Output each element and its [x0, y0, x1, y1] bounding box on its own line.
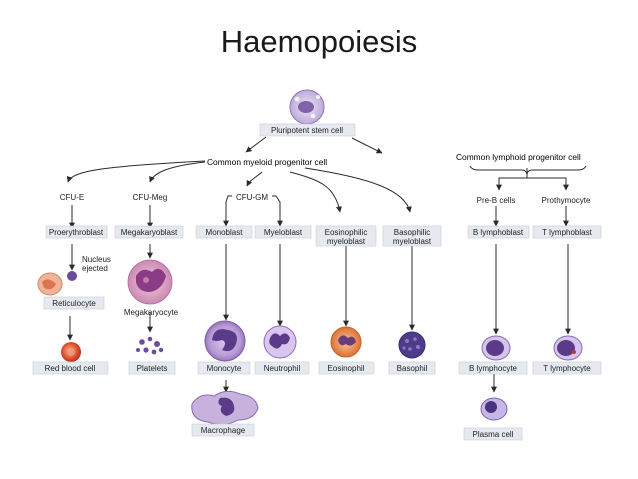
- b-lymphoblast-box: [467, 225, 530, 239]
- proerythroblast-box: [45, 225, 108, 239]
- myeloblast-box: [254, 225, 312, 239]
- label-eos-myeloblast-2: myeloblast: [327, 237, 366, 246]
- label-platelets: Platelets: [137, 364, 168, 373]
- label-plasma-cell: Plasma cell: [473, 430, 514, 439]
- basophil-box: [388, 361, 436, 375]
- label-b-lymphoblast: B lymphoblast: [473, 228, 524, 237]
- neutrophil-box: [254, 361, 310, 375]
- reticulocyte-image: [37, 271, 77, 296]
- connector-arrows: [66, 136, 571, 393]
- label-stem: Pluripotent stem cell: [271, 126, 343, 135]
- eos-myeloblast-box: [315, 225, 377, 247]
- plasma-cell-image: [480, 397, 508, 421]
- label-cfu-e: CFU-E: [60, 193, 84, 202]
- arrow-to-prothymocyte: [527, 177, 569, 191]
- stem-label-box: [259, 123, 356, 137]
- label-neutrophil: Neutrophil: [264, 364, 301, 373]
- label-macrophage: Macrophage: [201, 426, 246, 435]
- label-myeloblast: Myeloblast: [264, 228, 303, 237]
- platelets-image: [136, 336, 164, 355]
- label-monoblast: Monoblast: [206, 228, 244, 237]
- t-lymphoblast-box: [532, 225, 602, 239]
- arrow-to-cfu-e: [66, 160, 206, 183]
- label-ejected: ejected: [82, 264, 108, 273]
- label-t-lymphocyte: T lymphocyte: [543, 364, 591, 373]
- label-reticulocyte: Reticulocyte: [52, 299, 96, 308]
- label-megakaryocyte: Megakaryocyte: [124, 308, 179, 317]
- arrow-stem-left: [245, 136, 267, 153]
- label-b-lymphocyte: B lymphocyte: [469, 364, 518, 373]
- reticulocyte-box: [43, 296, 105, 310]
- monocyte-image: [204, 320, 246, 362]
- label-megakaryoblast: Megakaryoblast: [121, 228, 178, 237]
- label-baso-myeloblast-1: Basophilic: [394, 228, 430, 237]
- t-lymphocyte-box: [532, 361, 602, 375]
- monocyte-box: [197, 361, 251, 375]
- stem-cell-image: [289, 89, 325, 125]
- t-lymphocyte-image: [553, 335, 583, 361]
- rbc-box: [32, 361, 109, 375]
- arrow-to-cfu-gm: [246, 171, 263, 187]
- label-pre-b: Pre-B cells: [477, 196, 516, 205]
- red-blood-cell-image: [61, 342, 81, 362]
- label-cfu-gm: CFU-GM: [236, 193, 268, 202]
- label-eosinophil: Eosinophil: [328, 364, 365, 373]
- baso-myeloblast-box: [382, 225, 442, 247]
- platelets-box: [128, 361, 176, 375]
- lymphoid-brace: [469, 165, 587, 175]
- monoblast-box: [195, 225, 253, 239]
- label-nucleus: Nucleus: [82, 255, 111, 264]
- annotation-myeloid: Common myeloid progenitor cell: [207, 157, 327, 167]
- basophil-image: [398, 331, 426, 359]
- arrow-to-myeloblast: [272, 195, 283, 227]
- label-rbc: Red blood cell: [45, 364, 96, 373]
- label-boxes: [32, 123, 602, 441]
- label-t-lymphoblast: T lymphoblast: [542, 228, 592, 237]
- neutrophil-image: [263, 325, 297, 359]
- b-lymphocyte-image: [481, 335, 511, 361]
- macrophage-box: [191, 423, 255, 437]
- plasma-cell-box: [463, 427, 523, 441]
- megakaryoblast-box: [114, 225, 184, 239]
- cell-labels: Pluripotent stem cell Common myeloid pro…: [45, 126, 593, 439]
- annotation-lymphoid: Common lymphoid progenitor cell: [456, 152, 581, 162]
- label-cfu-meg: CFU-Meg: [133, 193, 168, 202]
- eosinophil-box: [318, 361, 375, 375]
- arrow-to-pre-b: [496, 168, 528, 191]
- macrophage-image: [191, 390, 259, 426]
- label-basophil: Basophil: [397, 364, 428, 373]
- label-proerythroblast: Proerythroblast: [49, 228, 104, 237]
- page-title: Haemopoiesis: [220, 24, 418, 59]
- arrow-to-baso-myeloblast: [304, 167, 412, 213]
- cell-illustrations: [37, 89, 583, 426]
- label-monocyte: Monocyte: [207, 364, 242, 373]
- arrow-to-eos-myeloblast: [289, 171, 342, 213]
- b-lymphocyte-box: [458, 361, 528, 375]
- arrow-to-cfu-meg: [149, 161, 206, 183]
- arrow-to-monoblast: [223, 195, 232, 227]
- label-eos-myeloblast-1: Eosinophilic: [325, 228, 368, 237]
- megakaryocyte-image: [127, 259, 173, 305]
- arrow-stem-right: [351, 137, 383, 154]
- eosinophil-image: [330, 326, 362, 358]
- label-prothymocyte: Prothymocyte: [542, 196, 591, 205]
- label-baso-myeloblast-2: myeloblast: [393, 237, 432, 246]
